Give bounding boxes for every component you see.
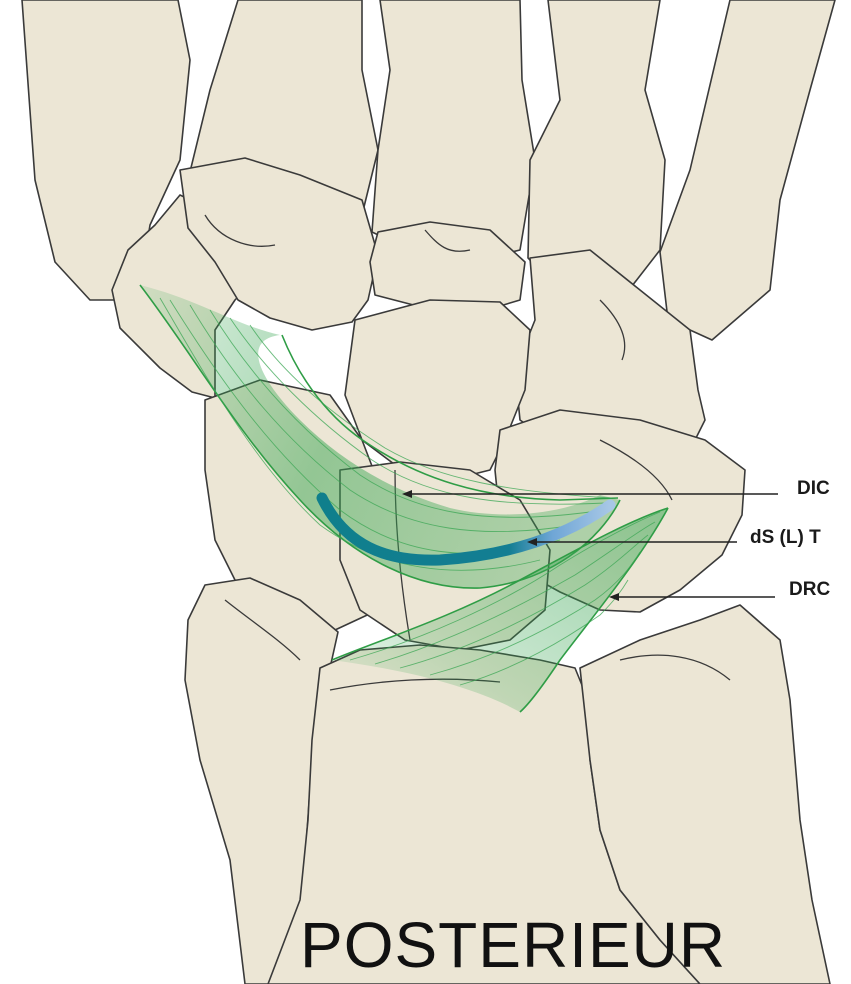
metacarpal-1 — [660, 0, 835, 340]
view-caption: POSTERIEUR — [300, 908, 726, 982]
label-drc: DRC — [789, 579, 830, 601]
metacarpal-2 — [528, 0, 665, 295]
label-dic: DIC — [797, 478, 830, 500]
label-dslt: dS (L) T — [750, 527, 821, 549]
metacarpal-3 — [372, 0, 535, 262]
